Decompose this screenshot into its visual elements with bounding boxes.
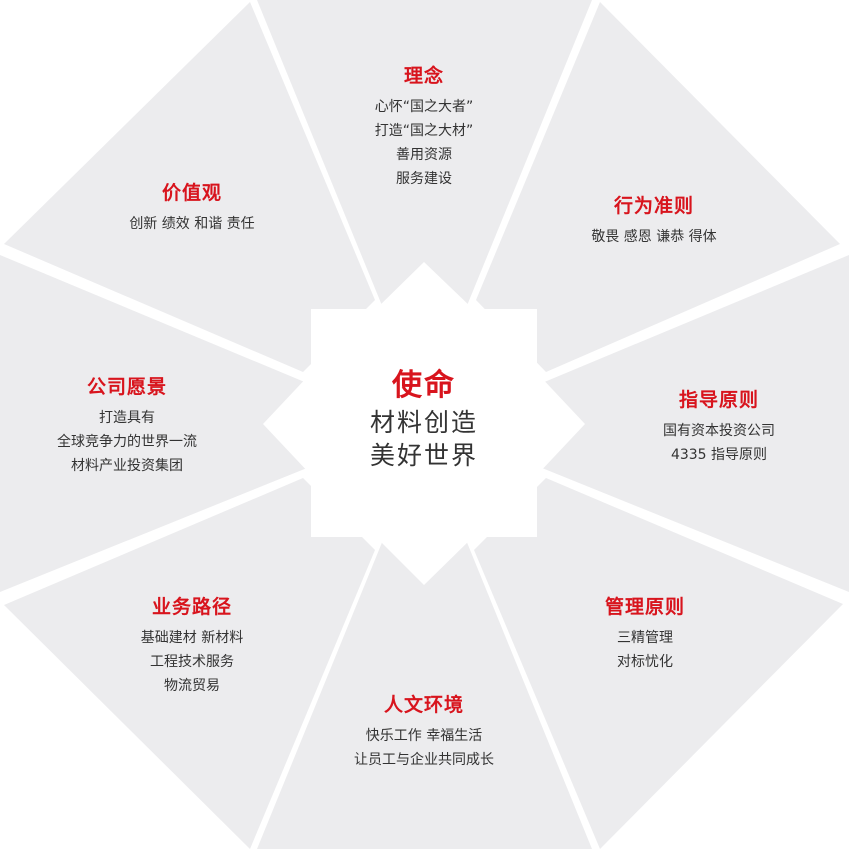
sector-line: 打造具有 <box>99 410 155 426</box>
sector-right: 指导原则 国有资本投资公司 4335 指导原则 <box>589 387 849 467</box>
sector-line: 打造“国之大材” <box>374 123 474 139</box>
sector-line: 服务建设 <box>396 171 452 187</box>
sector-left: 公司愿景 打造具有 全球竞争力的世界一流 材料产业投资集团 <box>0 374 257 478</box>
sector-title: 理念 <box>403 65 444 87</box>
sector-line: 基础建材 新材料 <box>140 630 244 646</box>
sector-title: 公司愿景 <box>86 376 167 398</box>
sector-bottom-shape <box>257 540 592 849</box>
sector-upper-left-shape <box>4 2 375 372</box>
sector-upper-right-shape <box>476 2 840 372</box>
sector-line: 三精管理 <box>617 630 673 646</box>
sector-top-shape <box>257 0 592 308</box>
sector-line: 工程技术服务 <box>150 654 234 670</box>
sector-line: 全球竞争力的世界一流 <box>57 434 197 450</box>
center-mission: 使命 材料创造 美好世界 <box>311 366 537 472</box>
mission-line: 材料创造 <box>369 408 478 437</box>
sector-upper-right: 行为准则 敬畏 感恩 谦恭 得体 <box>524 193 784 249</box>
sector-line: 善用资源 <box>396 147 452 163</box>
sector-line: 心怀“国之大者” <box>374 99 474 115</box>
sector-title: 管理原则 <box>604 596 685 618</box>
sector-lower-right-shape <box>474 478 843 849</box>
sector-lower-right: 管理原则 三精管理 对标忧化 <box>515 594 775 674</box>
sector-title: 人文环境 <box>383 694 464 716</box>
sector-line: 物流贸易 <box>164 678 220 694</box>
sector-line: 让员工与企业共同成长 <box>354 752 494 768</box>
sector-lower-left: 业务路径 基础建材 新材料 工程技术服务 物流贸易 <box>62 594 322 698</box>
sector-upper-left: 价值观 创新 绩效 和谐 责任 <box>62 180 322 236</box>
sector-title: 指导原则 <box>678 389 759 411</box>
sector-title: 行为准则 <box>613 195 694 217</box>
sector-line: 创新 绩效 和谐 责任 <box>129 216 255 232</box>
sector-title: 价值观 <box>161 182 222 204</box>
sector-left-shape <box>0 255 307 592</box>
sector-bottom: 人文环境 快乐工作 幸福生活 让员工与企业共同成长 <box>294 692 554 772</box>
sector-line: 敬畏 感恩 谦恭 得体 <box>591 229 717 245</box>
sector-top: 理念 心怀“国之大者” 打造“国之大材” 善用资源 服务建设 <box>294 63 554 191</box>
sector-line: 材料产业投资集团 <box>71 458 183 474</box>
sector-lower-left-shape <box>4 478 375 849</box>
sector-line: 对标忧化 <box>617 654 673 670</box>
center-star-shape <box>263 262 585 585</box>
sector-line: 快乐工作 幸福生活 <box>365 728 483 744</box>
mission-line: 美好世界 <box>369 441 478 470</box>
sector-line: 4335 指导原则 <box>670 447 768 463</box>
sector-line: 国有资本投资公司 <box>663 423 775 439</box>
sector-title: 业务路径 <box>151 596 232 618</box>
sector-right-shape <box>542 255 849 592</box>
mission-title: 使命 <box>392 368 456 403</box>
